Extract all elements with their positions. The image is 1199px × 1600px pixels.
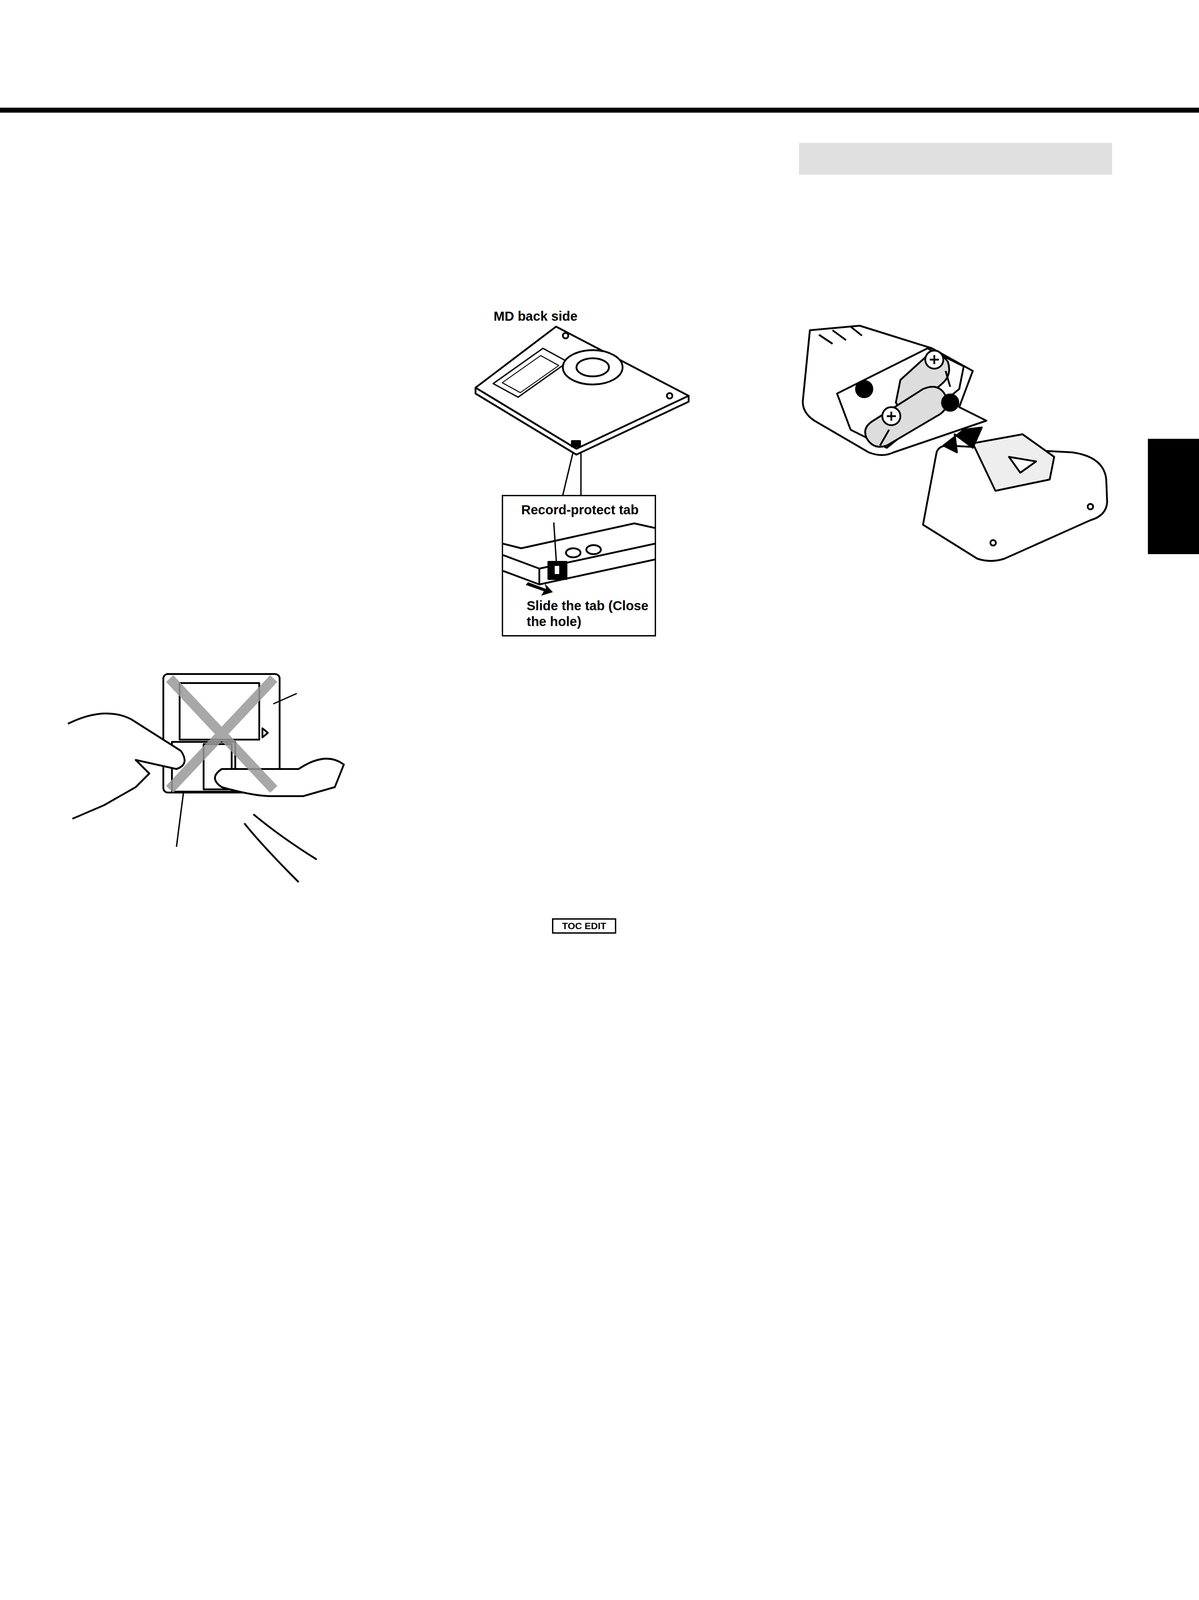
mode-indicator-text: TOC EDIT [561, 920, 607, 932]
remote-control [802, 325, 1108, 562]
callout-leader [176, 693, 297, 847]
inset-leader [562, 453, 581, 495]
inset-box: Record-protect tabSlide the tab (Close t… [501, 494, 657, 637]
mode-indicator-box: TOC EDIT [551, 918, 617, 934]
section-tab [1147, 438, 1199, 555]
heading-band [799, 142, 1113, 175]
figure-label: MD back side [493, 309, 578, 324]
prohibition-cross [169, 678, 274, 790]
part-label: Record-protect tab [521, 502, 639, 518]
md-hands-illustration [67, 674, 344, 883]
top-rule [0, 107, 1199, 113]
md-disk [475, 326, 689, 455]
instruction-text: Slide the tab (Close the hole) [526, 598, 649, 630]
